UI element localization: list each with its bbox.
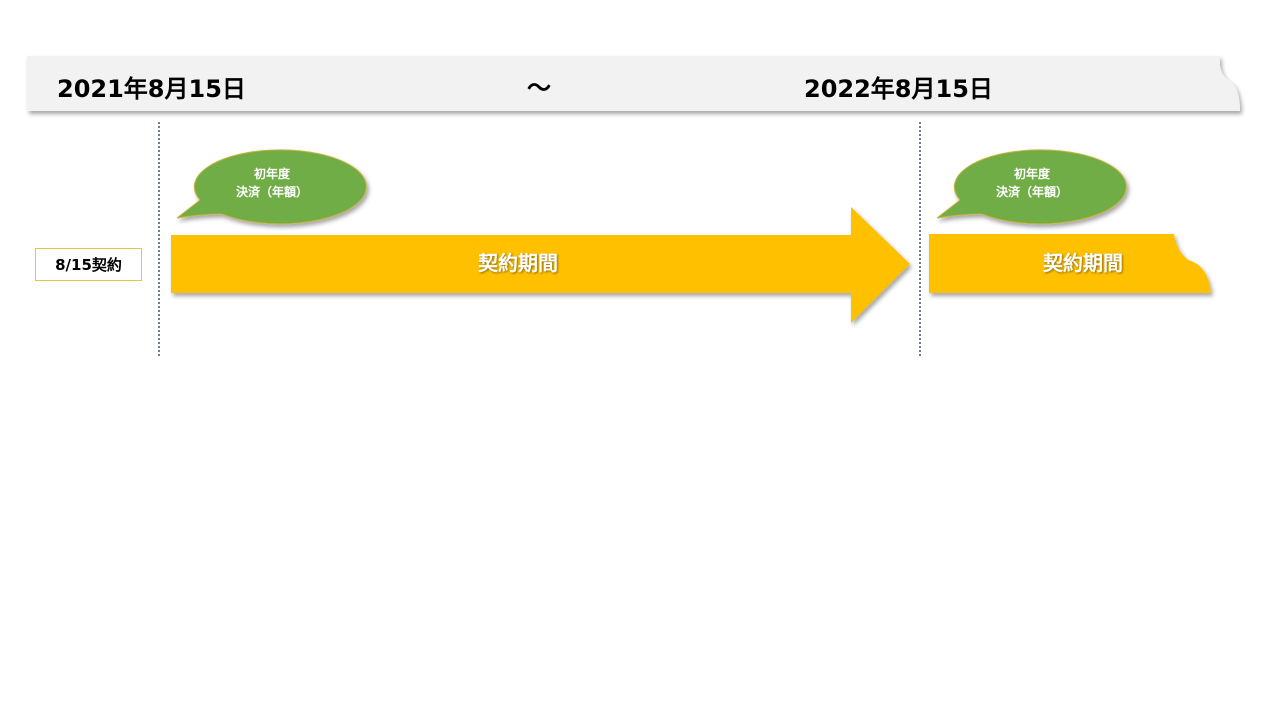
callout-text-2: 初年度 決済（年額） xyxy=(972,165,1092,201)
callout-bubble-2 xyxy=(936,149,1127,225)
callout-line1: 初年度 xyxy=(253,167,290,181)
period-arrow xyxy=(171,207,910,323)
callout-text-1: 初年度 決済（年額） xyxy=(212,165,332,201)
period-label-1: 契約期間 xyxy=(478,251,558,275)
callout-line1: 初年度 xyxy=(1013,167,1050,181)
callout-line2: 決済（年額） xyxy=(995,185,1068,199)
end-date: 2022年8月15日 xyxy=(804,75,993,103)
period-bar-continued xyxy=(929,234,1211,293)
callout-bubble-1 xyxy=(176,149,367,225)
header-banner xyxy=(27,56,1240,111)
start-date: 2021年8月15日 xyxy=(57,75,246,103)
contract-label: 8/15契約 xyxy=(35,248,142,281)
date-separator: ～ xyxy=(527,74,551,102)
callout-line2: 決済（年額） xyxy=(235,185,308,199)
period-label-2: 契約期間 xyxy=(1043,251,1123,275)
